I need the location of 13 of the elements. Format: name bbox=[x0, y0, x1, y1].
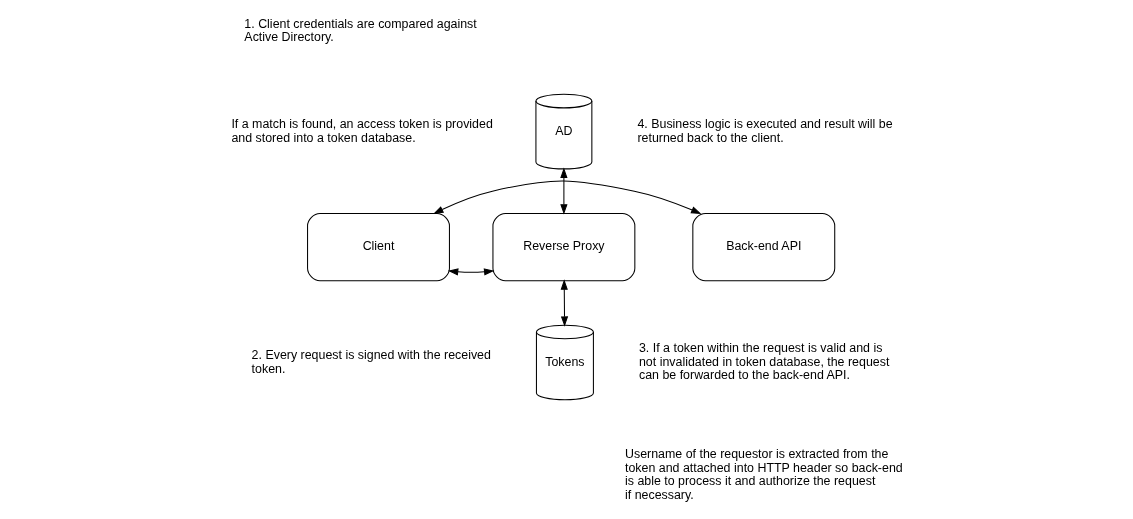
label: 3. If a token within the request is valid and is not invalidated in token database, the request can be forwarded to the back-end API. bbox=[638, 341, 889, 383]
label: 4. Business logic is executed and result will be returned back to the client. bbox=[636, 117, 893, 145]
node-box: Client bbox=[306, 212, 450, 282]
label: 1. Client credentials are compared against Active Directory. bbox=[243, 16, 477, 45]
arrow bbox=[447, 268, 494, 276]
arrow bbox=[432, 180, 701, 214]
label: 2. Every request is signed with the received token. bbox=[251, 348, 491, 376]
label: If a match is found, an access token is provided and stored into a token database. bbox=[230, 117, 493, 145]
label: Username of the requestor is extracted from the token and attached into HTTP header so back-end is able to process it and authorize the request if necessary. bbox=[624, 447, 903, 502]
arrow bbox=[560, 279, 568, 327]
arrow bbox=[559, 167, 568, 215]
node-box: Reverse Proxy bbox=[491, 212, 635, 282]
node-box: Back-end API bbox=[691, 212, 835, 282]
